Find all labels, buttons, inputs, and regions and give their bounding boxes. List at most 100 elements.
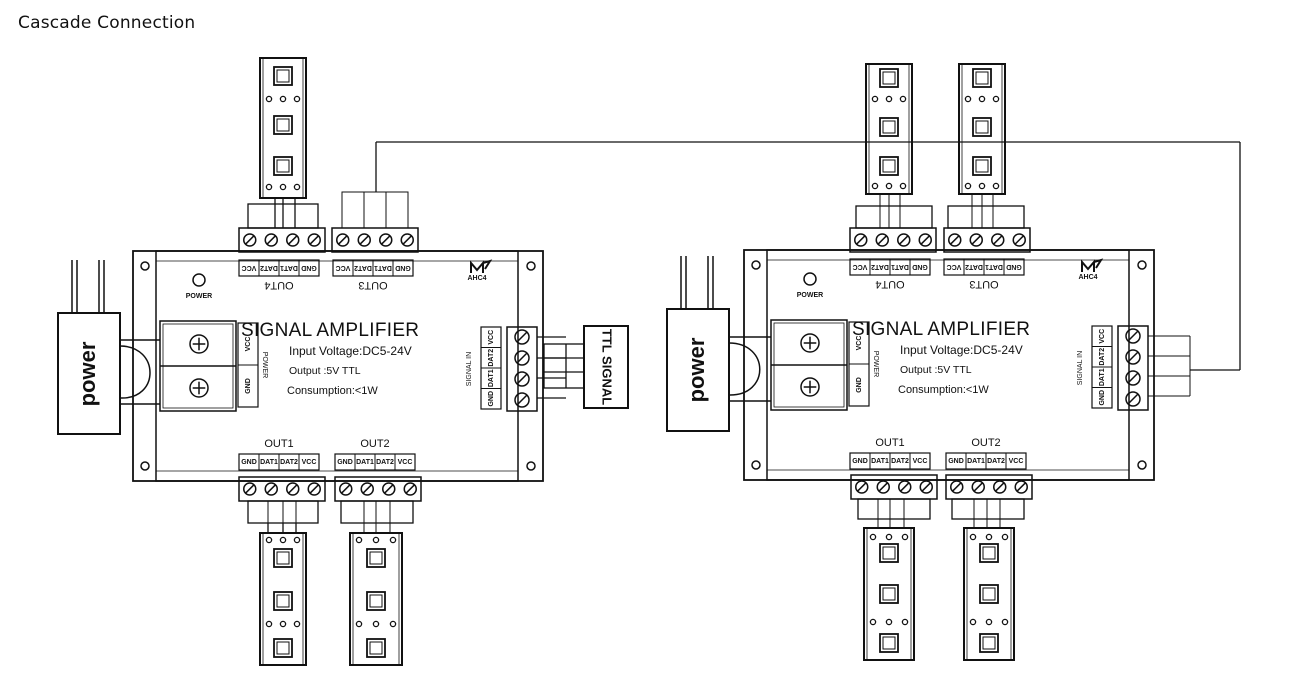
solder-pad-icon — [978, 95, 986, 103]
screw-terminal-icon — [918, 233, 932, 247]
output-label-out4: OUT4 — [264, 279, 293, 291]
led-chip-icon — [979, 584, 999, 604]
mount-hole-icon — [751, 260, 761, 270]
power-led-label: POWER — [797, 292, 823, 299]
power-block-label: POWER — [261, 352, 268, 378]
pin-label: VCC — [853, 263, 868, 270]
model-label: AHC4 — [467, 275, 486, 282]
screw-terminal-icon — [264, 482, 278, 496]
screw-terminal-icon — [514, 392, 530, 408]
pin-label: VCC — [1099, 329, 1106, 344]
amplifier-body — [155, 250, 519, 482]
output-label-out2: OUT2 — [360, 438, 389, 450]
mount-hole-icon — [140, 461, 150, 471]
solder-pad-icon — [969, 533, 977, 541]
led-chip-icon — [972, 68, 992, 88]
big-screw-icon — [800, 377, 820, 397]
power-supply-label: power — [684, 337, 709, 402]
pin-label: DAT2 — [871, 263, 889, 270]
screw-terminal-icon — [1125, 349, 1141, 365]
led-chip-icon — [879, 543, 899, 563]
brand-logo: AHC4 — [1078, 258, 1104, 281]
led-chip-icon — [273, 548, 293, 568]
solder-pad-icon — [355, 536, 363, 544]
pin-label: DAT2 — [280, 459, 298, 466]
solder-pad-icon — [279, 183, 287, 191]
ttl-signal-label: TTL SIGNAL — [600, 329, 615, 405]
pin-label: VCC — [913, 458, 928, 465]
pin-label: VCC — [398, 459, 413, 466]
solder-pad-icon — [372, 536, 380, 544]
power-supply-1: power — [57, 260, 160, 435]
pin-label: GND — [856, 377, 863, 393]
screw-terminal-icon — [919, 480, 933, 494]
pin-label: GND — [395, 264, 411, 271]
consumption-label: Consumption:<1W — [898, 384, 989, 396]
output-label-out3: OUT3 — [358, 279, 387, 291]
pin-label: DAT1 — [488, 369, 495, 387]
power-supply-2: power — [666, 256, 771, 432]
mount-hole-icon — [526, 261, 536, 271]
screw-terminal-icon — [1012, 233, 1026, 247]
screw-terminal-icon — [336, 233, 350, 247]
screw-terminal-icon — [854, 233, 868, 247]
screw-terminal-icon — [514, 371, 530, 387]
led-chip-icon — [273, 156, 293, 176]
led-strip-out1-unit2 — [863, 527, 915, 661]
solder-pad-icon — [279, 95, 287, 103]
cascade-wire-unit2 — [1148, 335, 1240, 397]
led-chip-icon — [366, 548, 386, 568]
solder-pad-icon — [964, 182, 972, 190]
solder-pad-icon — [885, 533, 893, 541]
screw-terminal-icon — [243, 233, 257, 247]
led-chip-icon — [879, 117, 899, 137]
screw-terminal-icon — [897, 233, 911, 247]
solder-pad-icon — [389, 620, 397, 628]
power-led-label: POWER — [186, 293, 212, 300]
solder-pad-icon — [871, 95, 879, 103]
screw-terminal-icon — [969, 233, 983, 247]
screw-terminal-icon — [855, 480, 869, 494]
pin-label: DAT1 — [356, 459, 374, 466]
led-chip-icon — [879, 156, 899, 176]
wire-bundle-out1 — [247, 500, 319, 533]
pin-label: GND — [241, 459, 257, 466]
led-chip-icon — [879, 68, 899, 88]
solder-pad-icon — [1001, 618, 1009, 626]
pin-label: DAT1 — [280, 264, 298, 271]
led-chip-icon — [979, 633, 999, 653]
output-label: Output :5V TTL — [289, 365, 361, 377]
pin-label: DAT2 — [354, 264, 372, 271]
power-pin-labels: VCC GND — [848, 321, 870, 407]
screw-terminal-icon — [971, 480, 985, 494]
solder-pad-icon — [869, 618, 877, 626]
screw-terminal-icon — [379, 233, 393, 247]
screw-terminal-icon — [339, 482, 353, 496]
mount-hole-icon — [1137, 260, 1147, 270]
pin-label: DAT2 — [376, 459, 394, 466]
pin-label: VCC — [302, 459, 317, 466]
output-label-out1: OUT1 — [875, 437, 904, 449]
output-label-out4: OUT4 — [875, 278, 904, 290]
solder-pad-icon — [389, 536, 397, 544]
led-chip-icon — [366, 638, 386, 658]
screw-terminal-icon — [382, 482, 396, 496]
power-block-label: POWER — [872, 351, 879, 377]
terminal-block-out4 — [238, 227, 326, 253]
screw-terminal-icon — [307, 233, 321, 247]
terminal-block-out1-unit2 — [850, 474, 938, 500]
pin-label: VCC — [856, 336, 863, 351]
led-chip-icon — [972, 117, 992, 137]
pin-label: VCC — [245, 337, 252, 352]
solder-pad-icon — [969, 618, 977, 626]
solder-pad-icon — [985, 533, 993, 541]
